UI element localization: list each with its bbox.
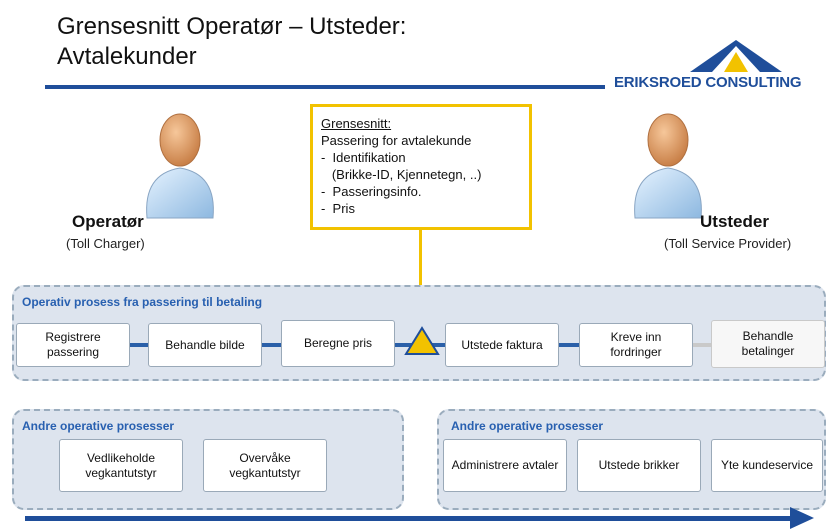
process-connector <box>559 343 579 347</box>
operator-sublabel: (Toll Charger) <box>66 236 145 251</box>
callout-item: - Identifikation <box>321 150 406 165</box>
process-step-monitor: Overvåke vegkantutstyr <box>203 439 327 492</box>
issuer-person-icon <box>634 113 702 219</box>
process-step-price: Beregne pris <box>281 320 395 367</box>
company-logo: ERIKSROED CONSULTING <box>614 74 802 91</box>
main-process-title: Operativ prosess fra passering til betal… <box>22 295 263 309</box>
process-step-image: Behandle bilde <box>148 323 262 367</box>
callout-title: Grensesnitt: <box>321 116 392 131</box>
process-step-agreements: Administrere avtaler <box>443 439 567 492</box>
flow-arrow <box>25 516 795 521</box>
issuer-label: Utsteder <box>700 212 769 231</box>
process-connector <box>693 343 713 347</box>
page-title: Grensesnitt Operatør – Utsteder: Avtalek… <box>57 12 406 72</box>
other-processes-right-title: Andre operative prosesser <box>451 419 604 433</box>
interface-marker-icon <box>404 326 440 355</box>
process-connector <box>262 343 282 347</box>
process-step-maintain: Vedlikeholde vegkantutstyr <box>59 439 183 492</box>
process-step-customer-service: Yte kundeservice <box>711 439 823 492</box>
process-step-register: Registrere passering <box>16 323 130 367</box>
title-line-1: Grensesnitt Operatør – Utsteder: <box>57 13 407 40</box>
operator-person-icon <box>146 113 214 219</box>
process-step-collect: Kreve inn fordringer <box>579 323 693 367</box>
process-connector <box>130 343 150 347</box>
other-processes-left-title: Andre operative prosesser <box>22 419 175 433</box>
issuer-sublabel: (Toll Service Provider) <box>664 236 792 251</box>
process-step-invoice: Utstede faktura <box>445 323 559 367</box>
process-step-tags: Utstede brikker <box>577 439 701 492</box>
callout-item: - Pris <box>321 201 355 216</box>
title-line-2: Avtalekunder <box>57 43 197 70</box>
operator-label: Operatør <box>72 212 144 231</box>
callout-item: (Brikke-ID, Kjennetegn, ..) <box>321 167 482 182</box>
title-rule <box>45 85 605 89</box>
process-step-payments: Behandle betalinger <box>711 320 825 368</box>
callout-subtitle: Passering for avtalekunde <box>321 133 472 148</box>
tent-icon <box>690 40 782 72</box>
interface-callout: Grensesnitt: Passering for avtalekunde -… <box>310 104 532 230</box>
callout-connector <box>419 230 422 325</box>
flow-arrow-head-icon <box>790 507 814 529</box>
callout-item: - Passeringsinfo. <box>321 184 422 199</box>
